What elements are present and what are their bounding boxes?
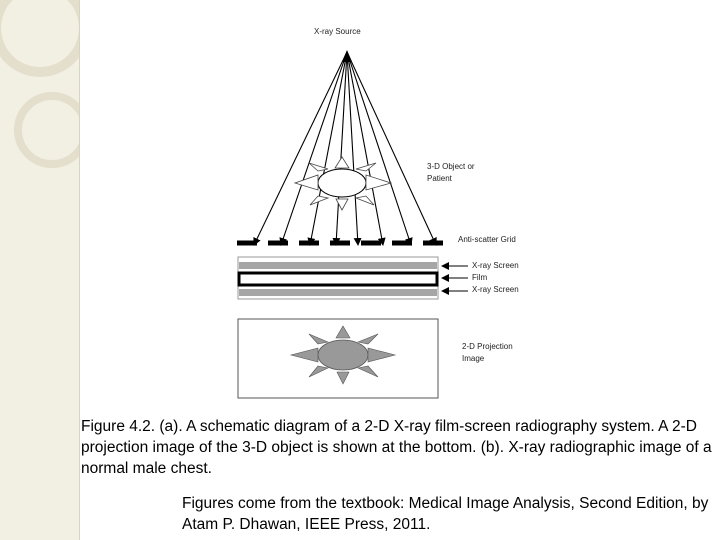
x-ray-beam (307, 51, 348, 246)
x-ray-beam (346, 51, 437, 246)
x-ray-source-point (342, 50, 352, 62)
decorative-sidebar (0, 0, 80, 540)
film-screen-cassette (237, 256, 468, 300)
x-ray-beam (346, 51, 386, 246)
projection-image (237, 318, 439, 399)
patient-object (293, 156, 393, 211)
x-ray-beam (346, 51, 413, 246)
sidebar-ornament (0, 0, 79, 168)
screen-bottom-label: X-ray Screen (472, 285, 519, 294)
screen-top-label: X-ray Screen (472, 261, 519, 270)
x-ray-source-label: X-ray Source (314, 27, 361, 36)
x-ray-beams (253, 50, 437, 246)
source-credit: Figures come from the textbook: Medical … (182, 495, 709, 533)
x-ray-beam (253, 51, 348, 246)
x-ray-beam (332, 51, 348, 246)
figure-caption: Figure 4.2. (a). A schematic diagram of … (81, 418, 712, 477)
grid-label: Anti-scatter Grid (458, 235, 516, 244)
object-label: 3-D Object or Patient (427, 162, 475, 183)
x-ray-beam (346, 51, 362, 246)
x-ray-beam (279, 51, 348, 246)
film-label: Film (472, 273, 488, 282)
projection-label: 2-D Projection Image (462, 342, 513, 363)
